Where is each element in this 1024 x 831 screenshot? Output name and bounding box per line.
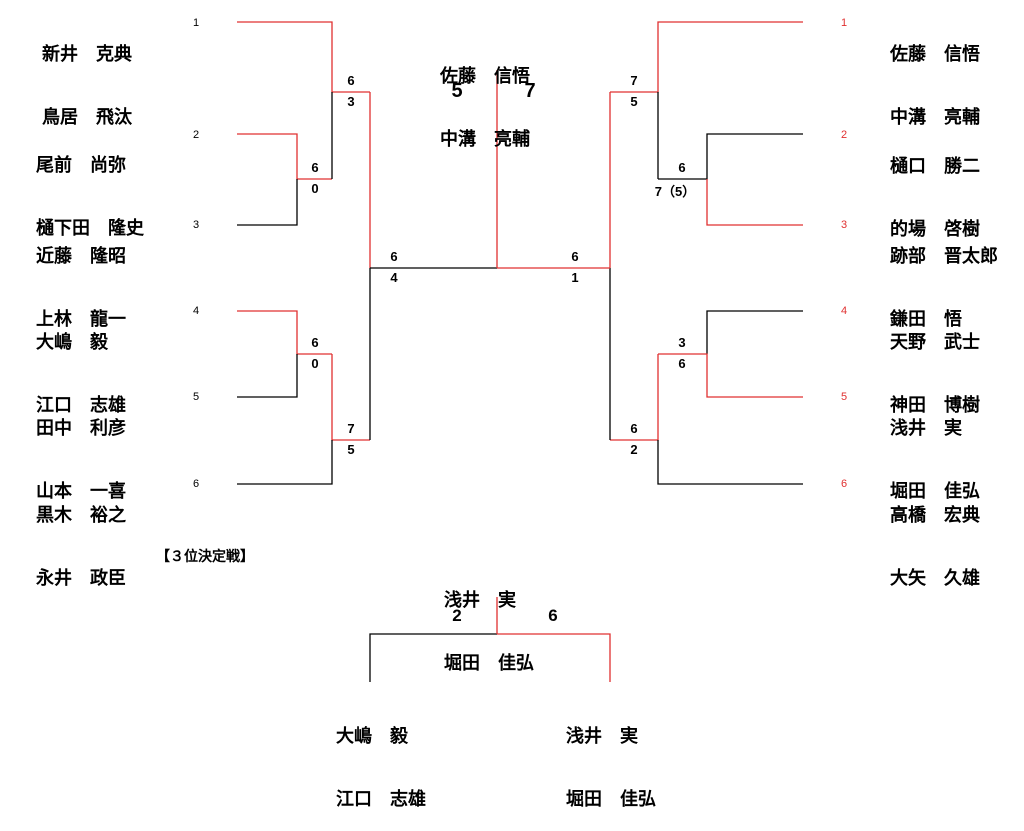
left-seed-2: 2 <box>193 129 200 141</box>
right-pair-5: 浅井 実 堀田 佳弘 <box>890 376 980 523</box>
pair-line2: 大矢 久雄 <box>890 568 980 589</box>
left-pair-2: 尾前 尚弥 樋下田 隆史 <box>36 113 144 260</box>
pair-line1: 大嶋 毅 <box>36 332 108 353</box>
third-winner-pair: 浅井 実 堀田 佳弘 <box>444 548 534 695</box>
right-pair-4: 天野 武士 神田 博樹 <box>890 290 980 437</box>
pair-line1: 近藤 隆昭 <box>36 246 126 267</box>
score-r-s2-bot: 2 <box>630 442 638 457</box>
pair-line1: 浅井 実 <box>566 726 638 747</box>
score-l-f-top: 6 <box>390 249 398 264</box>
pair-line2: 上林 龍一 <box>36 309 126 330</box>
pair-line1: 佐藤 信悟 <box>890 44 980 65</box>
pair-line1: 浅井 実 <box>890 418 962 439</box>
right-seed-1: 1 <box>841 17 848 29</box>
score-r-s2-top: 6 <box>630 421 638 436</box>
final-score-right: 7 <box>524 80 536 102</box>
bracket-line-right-4 <box>706 310 803 354</box>
pair-line1: 跡部 晋太郎 <box>890 246 998 267</box>
score-r-q1-top: 6 <box>678 160 686 175</box>
score-l-q1-bot: 0 <box>311 181 319 196</box>
score-l-s1-bot: 3 <box>347 94 355 109</box>
champion-pair: 佐藤 信悟 中溝 亮輔 <box>440 24 530 171</box>
final-score-left: 5 <box>451 80 463 102</box>
pair-line1: 黒木 裕之 <box>36 505 126 526</box>
left-pair-6: 黒木 裕之 永井 政臣 <box>36 463 126 610</box>
bracket-line-right-2 <box>658 133 803 180</box>
right-seed-3: 3 <box>841 219 848 231</box>
right-pair-6: 高橋 宏典 大矢 久雄 <box>890 463 980 610</box>
third-place-title: 【３位決定戦】 <box>156 549 254 565</box>
score-l-s2-bot: 5 <box>347 442 355 457</box>
pair-line2: 永井 政臣 <box>36 568 126 589</box>
left-seed-3: 3 <box>193 219 200 231</box>
pair-line2: 的場 啓樹 <box>890 219 980 240</box>
pair-line2: 鎌田 悟 <box>890 309 962 330</box>
score-r-f-top: 6 <box>571 249 579 264</box>
pair-line1: 新井 克典 <box>42 44 132 65</box>
bracket-line-left-2 <box>237 133 332 180</box>
bracket-line-left-6 <box>237 440 333 485</box>
bracket-line-right-1 <box>610 21 803 93</box>
pair-line1: 大嶋 毅 <box>336 726 408 747</box>
bracket-line-left-1 <box>237 21 370 93</box>
pair-line2: 江口 志雄 <box>336 789 426 810</box>
score-r-q1-bot: 7（5） <box>654 184 696 199</box>
right-pair-2: 樋口 勝二 的場 啓樹 <box>890 114 980 261</box>
third-line-left <box>369 633 497 682</box>
left-pair-3: 近藤 隆昭 上林 龍一 <box>36 204 126 351</box>
third-line-right <box>497 633 611 682</box>
left-pair-4: 大嶋 毅 江口 志雄 <box>36 290 126 437</box>
pair-line2: 樋下田 隆史 <box>36 218 144 239</box>
pair-line2: 鳥居 飛汰 <box>42 107 132 128</box>
score-l-s2-top: 7 <box>347 421 355 436</box>
bracket-line-right-3 <box>706 179 803 226</box>
bracket-line-right-6 <box>657 440 803 485</box>
score-r-s1-top: 7 <box>630 73 638 88</box>
left-seed-6: 6 <box>193 478 200 490</box>
bracket-line-right-5 <box>658 353 803 398</box>
pair-line1: 天野 武士 <box>890 332 980 353</box>
score-l-s1-top: 6 <box>347 73 355 88</box>
pair-line1: 高橋 宏典 <box>890 505 980 526</box>
pair-line1: 樋口 勝二 <box>890 156 980 177</box>
score-l-q1-top: 6 <box>311 160 319 175</box>
right-pair-1: 佐藤 信悟 中溝 亮輔 <box>890 2 980 149</box>
score-l-f-bot: 4 <box>390 270 398 285</box>
score-r-q2-top: 3 <box>678 335 686 350</box>
pair-line2: 堀田 佳弘 <box>890 481 980 502</box>
pair-line2: 堀田 佳弘 <box>566 789 656 810</box>
right-seed-2: 2 <box>841 129 848 141</box>
score-l-q2-top: 6 <box>311 335 319 350</box>
pair-line2: 堀田 佳弘 <box>444 653 534 674</box>
pair-line1: 田中 利彦 <box>36 418 126 439</box>
right-seed-5: 5 <box>841 391 848 403</box>
pair-line2: 江口 志雄 <box>36 395 126 416</box>
pair-line2: 中溝 亮輔 <box>890 107 980 128</box>
pair-line2: 中溝 亮輔 <box>440 129 530 150</box>
right-seed-4: 4 <box>841 305 848 317</box>
third-score-right: 6 <box>548 606 558 625</box>
pair-line1: 尾前 尚弥 <box>36 155 126 176</box>
score-r-s1-bot: 5 <box>630 94 638 109</box>
bracket-line-left-5 <box>237 354 298 398</box>
bracket-line-left-3 <box>237 179 298 226</box>
left-pair-5: 田中 利彦 山本 一喜 <box>36 376 126 523</box>
bracket-line-left-4 <box>237 310 332 355</box>
third-score-left: 2 <box>452 606 462 625</box>
pair-line1: 佐藤 信悟 <box>440 66 530 87</box>
right-seed-6: 6 <box>841 478 848 490</box>
bracket-lines <box>237 21 803 682</box>
left-seed-5: 5 <box>193 391 200 403</box>
pair-line2: 山本 一喜 <box>36 481 126 502</box>
score-l-q2-bot: 0 <box>311 356 319 371</box>
left-seed-4: 4 <box>193 305 200 317</box>
score-r-q2-bot: 6 <box>678 356 686 371</box>
left-pair-1: 新井 克典 鳥居 飛汰 <box>42 2 132 149</box>
score-r-f-bot: 1 <box>571 270 579 285</box>
pair-line1: 浅井 実 <box>444 590 516 611</box>
pair-line2: 神田 博樹 <box>890 395 980 416</box>
right-pair-3: 跡部 晋太郎 鎌田 悟 <box>890 204 998 351</box>
left-seed-1: 1 <box>193 17 200 29</box>
